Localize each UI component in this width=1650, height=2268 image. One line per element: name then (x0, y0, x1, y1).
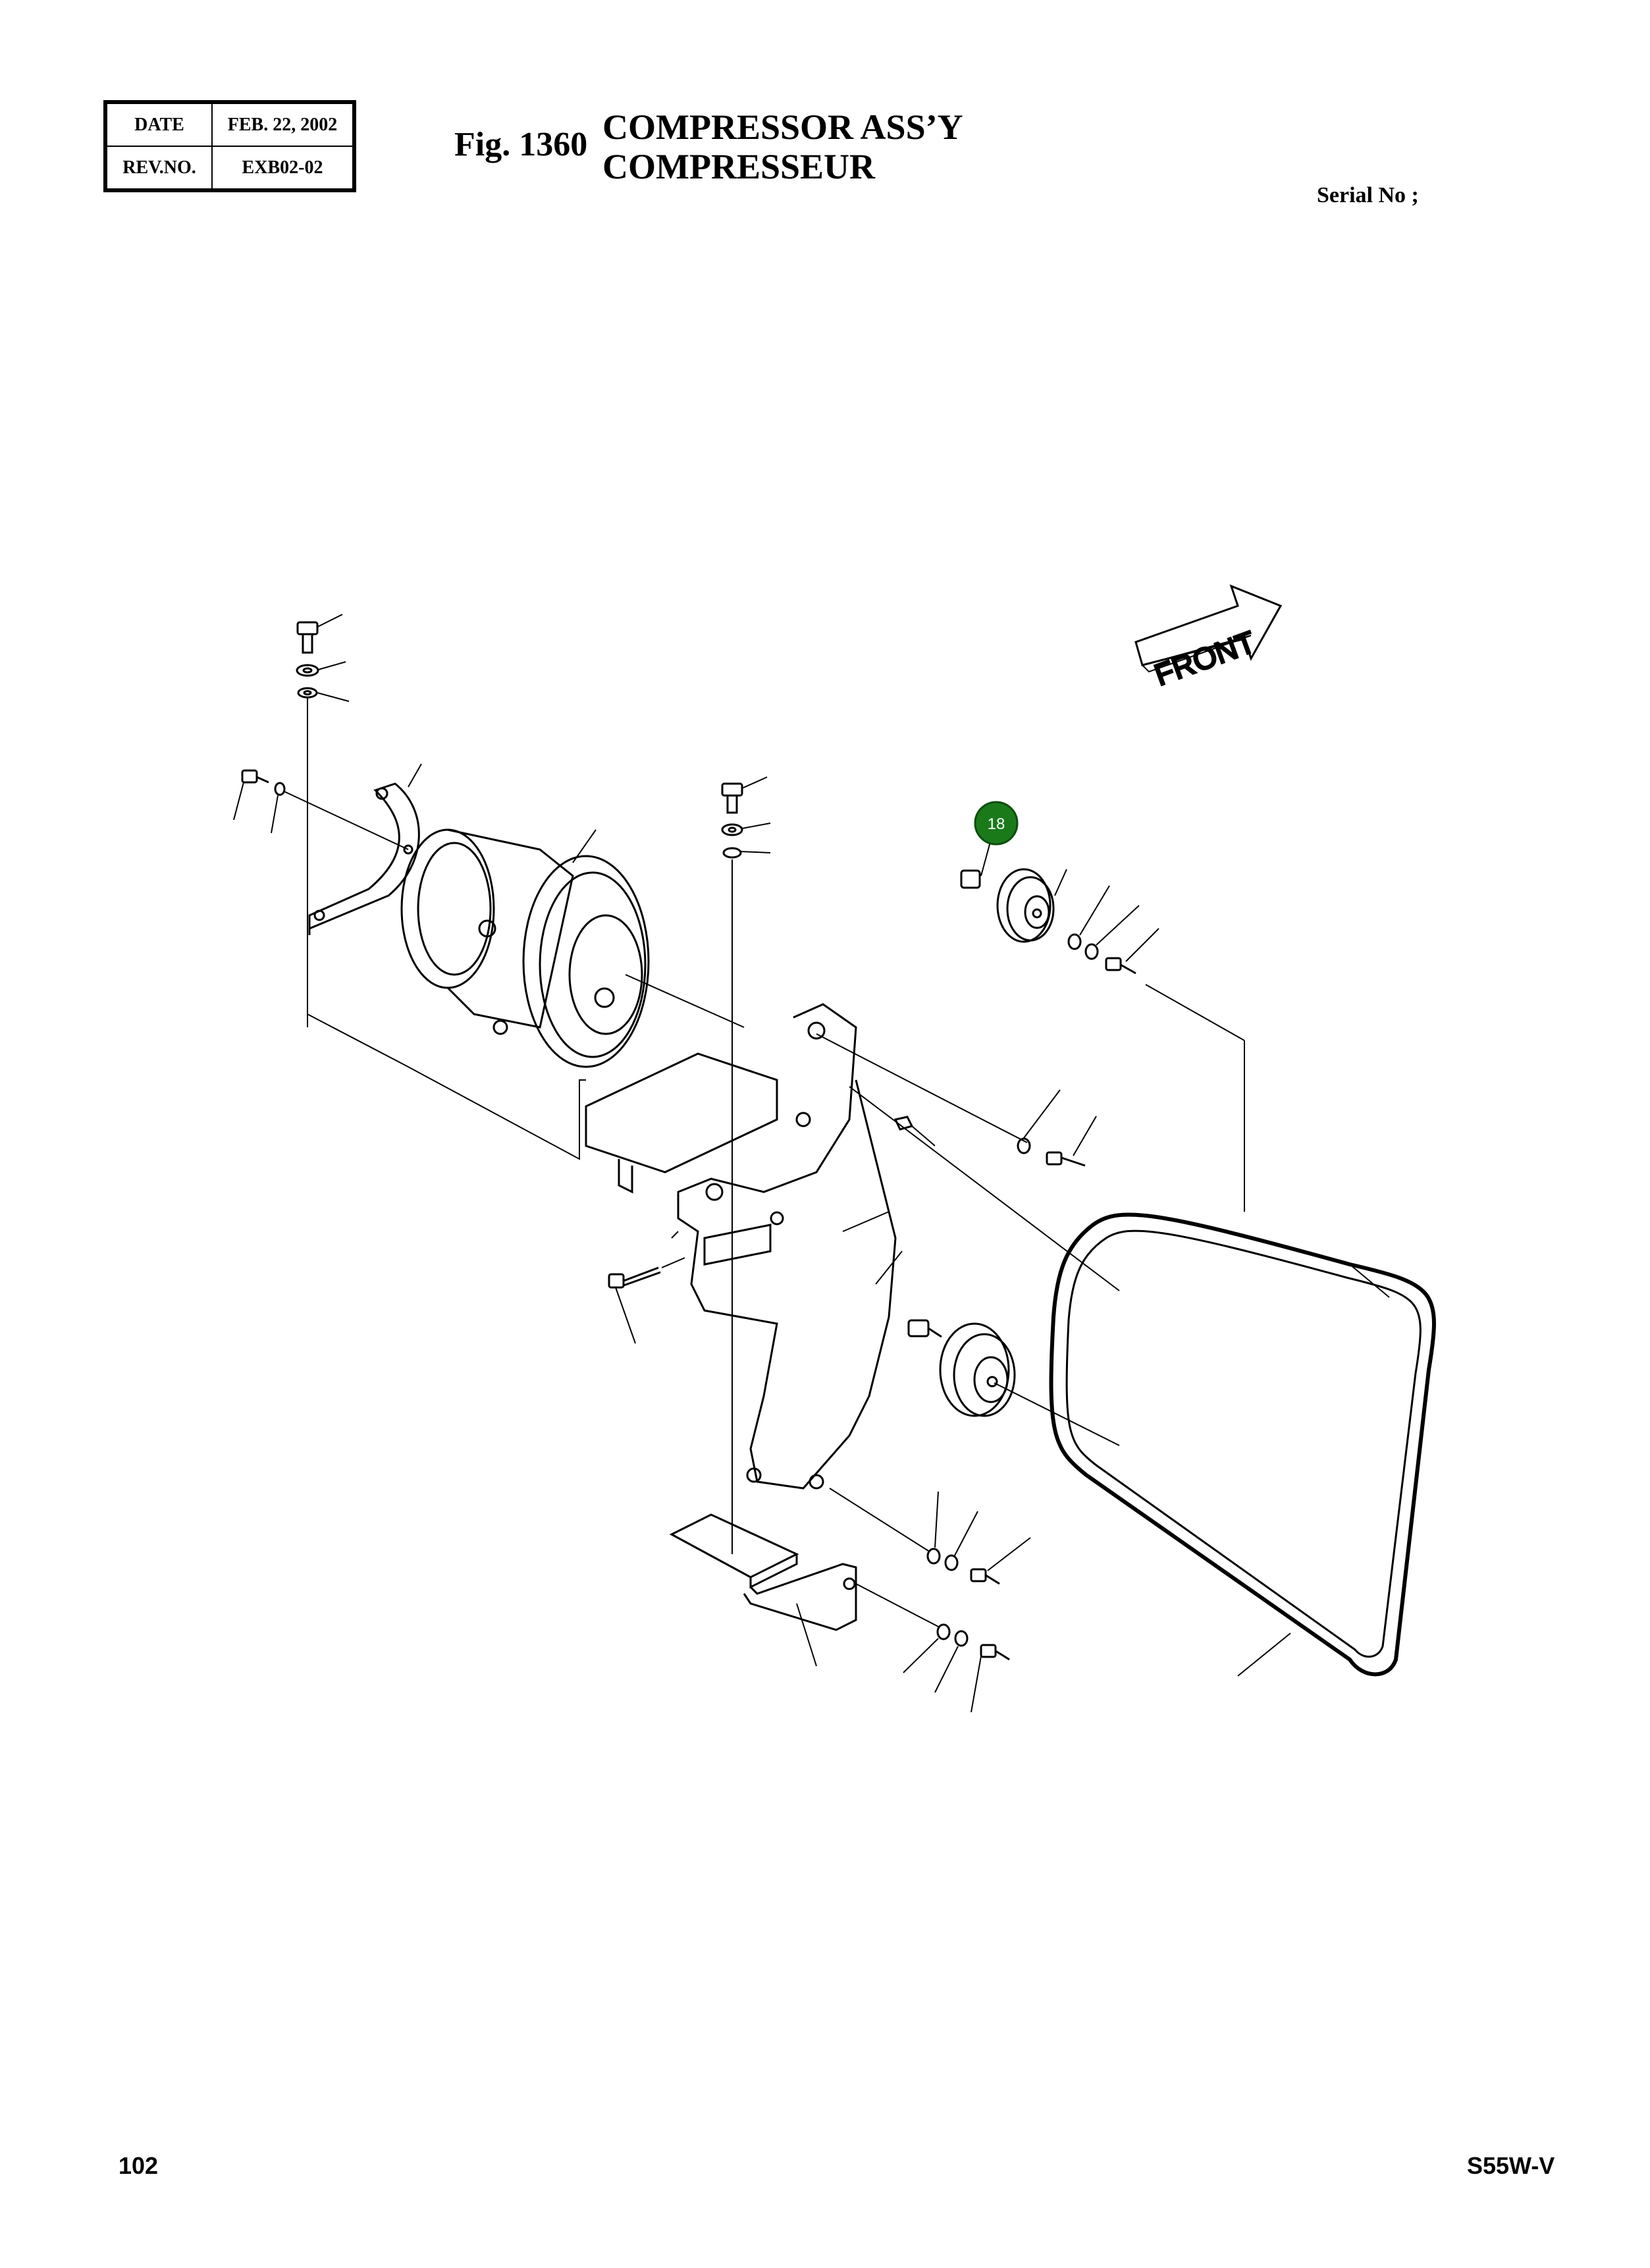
revision-info-table: DATE FEB. 22, 2002 REV.NO. EXB02-02 (103, 100, 356, 192)
date-label: DATE (107, 103, 212, 146)
bolt-left-small (233, 769, 409, 850)
bolt-washer-lower-set-1 (829, 1488, 1031, 1585)
figure-number: Fig. 1360 (454, 126, 588, 163)
main-bracket (585, 1003, 1120, 1490)
compressor-mount-bracket (308, 763, 422, 935)
serial-number-label: Serial No ; (1317, 183, 1419, 207)
model-number: S55W-V (1467, 2152, 1555, 2179)
nut-middle (893, 1116, 936, 1147)
bolt-washer-right-middle (1017, 1089, 1097, 1167)
title-french: COMPRESSEUR (602, 147, 876, 186)
rev-value: EXB02-02 (212, 146, 353, 189)
leader-lines-left (307, 1013, 586, 1160)
lower-bracket (669, 1513, 857, 1667)
rev-label: REV.NO. (107, 146, 212, 189)
bolt-top-left (296, 614, 350, 1027)
drive-belt (1049, 1212, 1436, 1677)
idler-pulley-upper: 18 (960, 801, 1245, 1212)
title-english: COMPRESSOR ASS’Y (602, 107, 963, 147)
callout-number: 18 (988, 815, 1005, 833)
date-value: FEB. 22, 2002 (212, 103, 353, 146)
callout-marker[interactable] (974, 801, 1019, 846)
idler-pulley-lower (907, 1319, 1120, 1446)
bolt-side (608, 1257, 685, 1344)
bolt-washer-lower-set-2 (855, 1583, 1010, 1713)
bolt-center-stack (721, 776, 771, 1554)
compressor-body (400, 828, 745, 1068)
page-number: 102 (119, 2152, 159, 2179)
front-direction-arrow: FRONT (1134, 584, 1283, 693)
